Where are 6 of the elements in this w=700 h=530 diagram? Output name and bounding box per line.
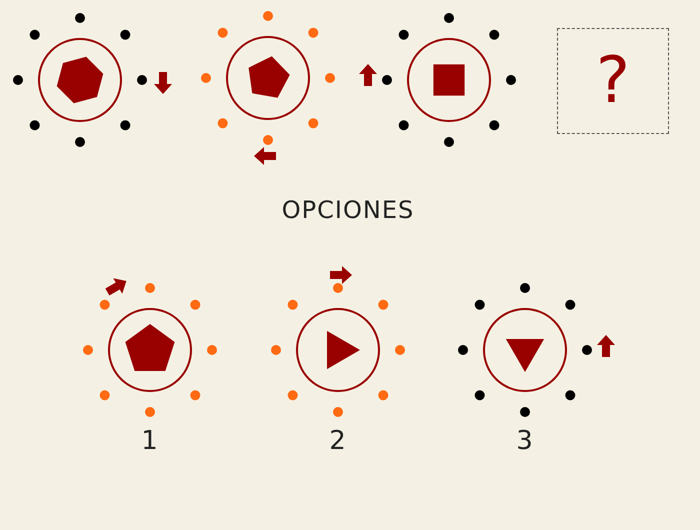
question-mark: ?: [596, 49, 630, 113]
option-number: 1: [141, 426, 159, 456]
option-number: 3: [516, 426, 534, 456]
section-heading: OPCIONES: [282, 196, 414, 224]
answer-box: [557, 28, 669, 134]
option-number: 2: [329, 426, 347, 456]
